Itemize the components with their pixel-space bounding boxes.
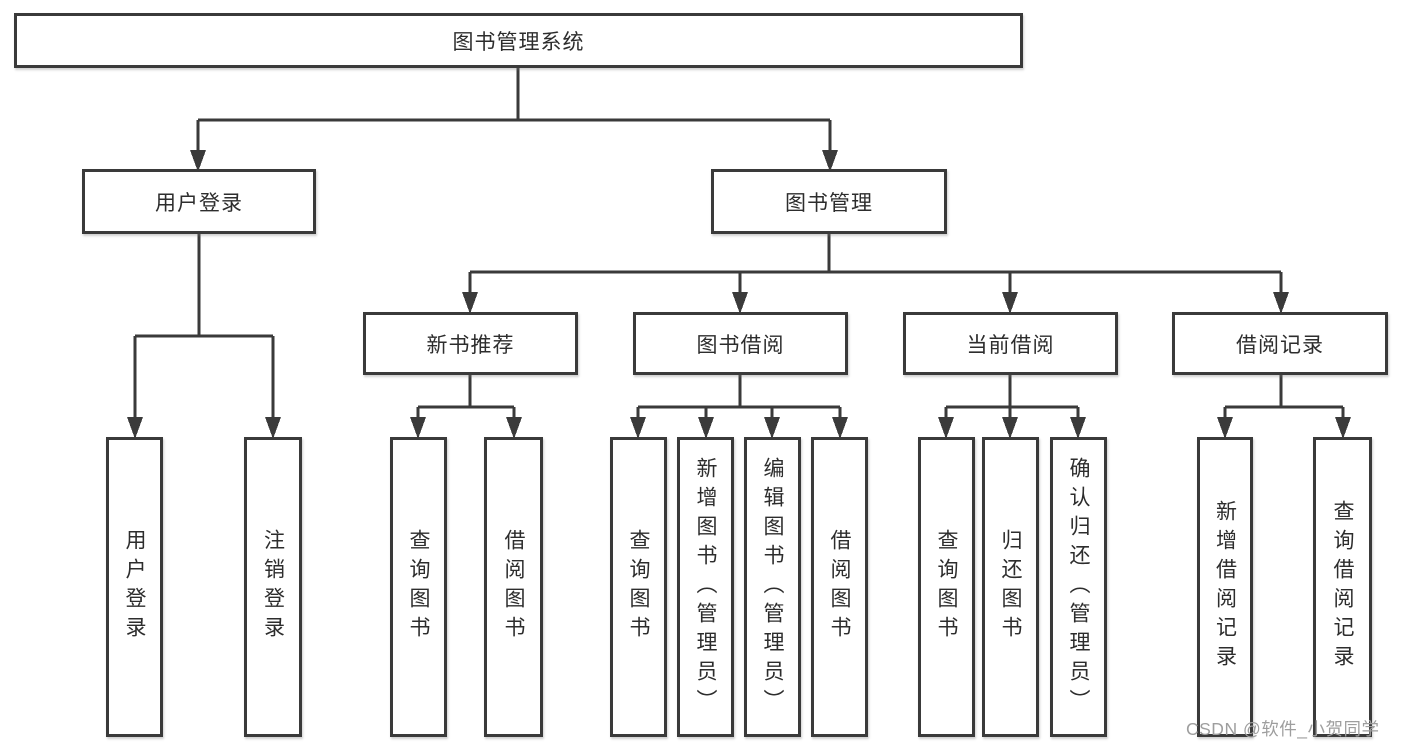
arrowhead [832, 417, 848, 439]
arrowhead [462, 292, 478, 314]
node-label: 确认归还（管理员） [1067, 456, 1090, 718]
arrowhead [630, 417, 646, 439]
arrowhead [410, 417, 426, 439]
node-label: 归还图书 [999, 529, 1022, 645]
leaf-add-borrow-record: 新增借阅记录 [1197, 437, 1253, 737]
arrowhead [1070, 417, 1086, 439]
arrowhead [822, 150, 838, 172]
node-user-login: 用户登录 [82, 169, 316, 234]
node-label: 借阅图书 [502, 529, 525, 645]
node-label: 用户登录 [155, 191, 243, 215]
leaf-borrow-books: 借阅图书 [811, 437, 868, 737]
arrowhead [732, 292, 748, 314]
node-label: 用户登录 [123, 529, 146, 645]
node-label: 图书管理系统 [452, 30, 585, 54]
csdn-watermark: CSDN @软件_小贺同学 [1186, 719, 1380, 739]
arrowhead [1002, 417, 1018, 439]
node-label: 编辑图书（管理员） [761, 456, 784, 718]
arrowhead [938, 417, 954, 439]
arrowhead [506, 417, 522, 439]
leaf-borrow-query-books: 查询图书 [610, 437, 667, 737]
leaf-query-borrow-record: 查询借阅记录 [1313, 437, 1372, 737]
node-label: 图书管理 [785, 191, 873, 215]
arrowhead [1217, 417, 1233, 439]
node-book-borrowing: 图书借阅 [633, 312, 848, 375]
node-label: 查询图书 [627, 529, 650, 645]
arrowhead [698, 417, 714, 439]
node-current-borrowing: 当前借阅 [903, 312, 1118, 375]
node-label: 注销登录 [261, 529, 285, 645]
leaf-rec-query-books: 查询图书 [390, 437, 447, 737]
leaf-rec-borrow-books: 借阅图书 [484, 437, 543, 737]
arrowhead [127, 417, 143, 439]
node-book-management: 图书管理 [711, 169, 947, 234]
node-label: 查询图书 [407, 529, 430, 645]
arrowhead [764, 417, 780, 439]
leaf-return-books: 归还图书 [982, 437, 1039, 737]
arrowhead [1335, 417, 1351, 439]
node-label: 新书推荐 [426, 333, 515, 357]
leaf-edit-books-admin: 编辑图书（管理员） [744, 437, 801, 737]
node-label: 查询图书 [935, 529, 958, 645]
arrowhead [1273, 292, 1289, 314]
leaf-confirm-return-admin: 确认归还（管理员） [1050, 437, 1107, 737]
node-new-book-recommend: 新书推荐 [363, 312, 578, 375]
node-label: 借阅图书 [828, 529, 851, 645]
node-label: 新增借阅记录 [1213, 500, 1237, 674]
node-label: 图书借阅 [696, 333, 785, 357]
node-label: 查询借阅记录 [1331, 500, 1354, 674]
leaf-add-books-admin: 新增图书（管理员） [677, 437, 734, 737]
arrowhead [265, 417, 281, 439]
leaf-logout: 注销登录 [244, 437, 302, 737]
arrowhead [1002, 292, 1018, 314]
leaf-current-query-books: 查询图书 [918, 437, 975, 737]
node-library-system-root: 图书管理系统 [14, 13, 1023, 68]
node-label: 新增图书（管理员） [694, 456, 717, 718]
node-borrowing-records: 借阅记录 [1172, 312, 1388, 375]
node-label: 借阅记录 [1236, 333, 1324, 357]
leaf-user-login: 用户登录 [106, 437, 163, 737]
node-label: 当前借阅 [966, 333, 1055, 357]
arrowhead [190, 150, 206, 172]
